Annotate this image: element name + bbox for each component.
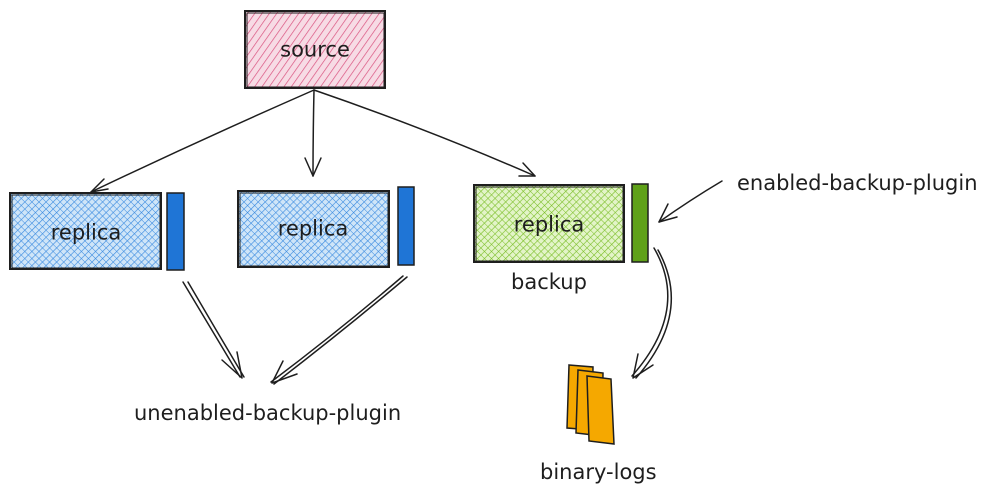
- arrow-source-to-replica-2: [304, 89, 322, 177]
- arrow-source-to-replica-1: [90, 89, 315, 193]
- arrow-enabled-plugin: [658, 180, 723, 223]
- arrow-source-to-replica-3: [313, 89, 536, 177]
- binary-logs-icon: [566, 364, 615, 445]
- source-node: [244, 10, 386, 89]
- arrow-plugin-2-to-unenabled: [270, 275, 408, 385]
- replica-node-3: [473, 184, 625, 263]
- replica-1-label: replica: [50, 220, 122, 245]
- backup-label: backup: [511, 270, 587, 294]
- plugin-bar-1: [166, 192, 185, 271]
- source-label: source: [280, 37, 350, 62]
- replica-2-label: replica: [277, 216, 349, 241]
- replica-node-1: [9, 192, 162, 270]
- arrow-plugin-1-to-unenabled: [182, 281, 245, 379]
- replica-3-label: replica: [513, 212, 585, 237]
- plugin-bar-3: [631, 183, 649, 263]
- plugin-bar-2: [397, 186, 415, 266]
- enabled-plugin-label: enabled-backup-plugin: [737, 171, 978, 195]
- binary-logs-label: binary-logs: [540, 460, 657, 484]
- arrow-plugin-3-to-binary-logs: [631, 247, 673, 379]
- replica-node-2: [237, 190, 390, 268]
- unenabled-plugin-label: unenabled-backup-plugin: [134, 401, 402, 425]
